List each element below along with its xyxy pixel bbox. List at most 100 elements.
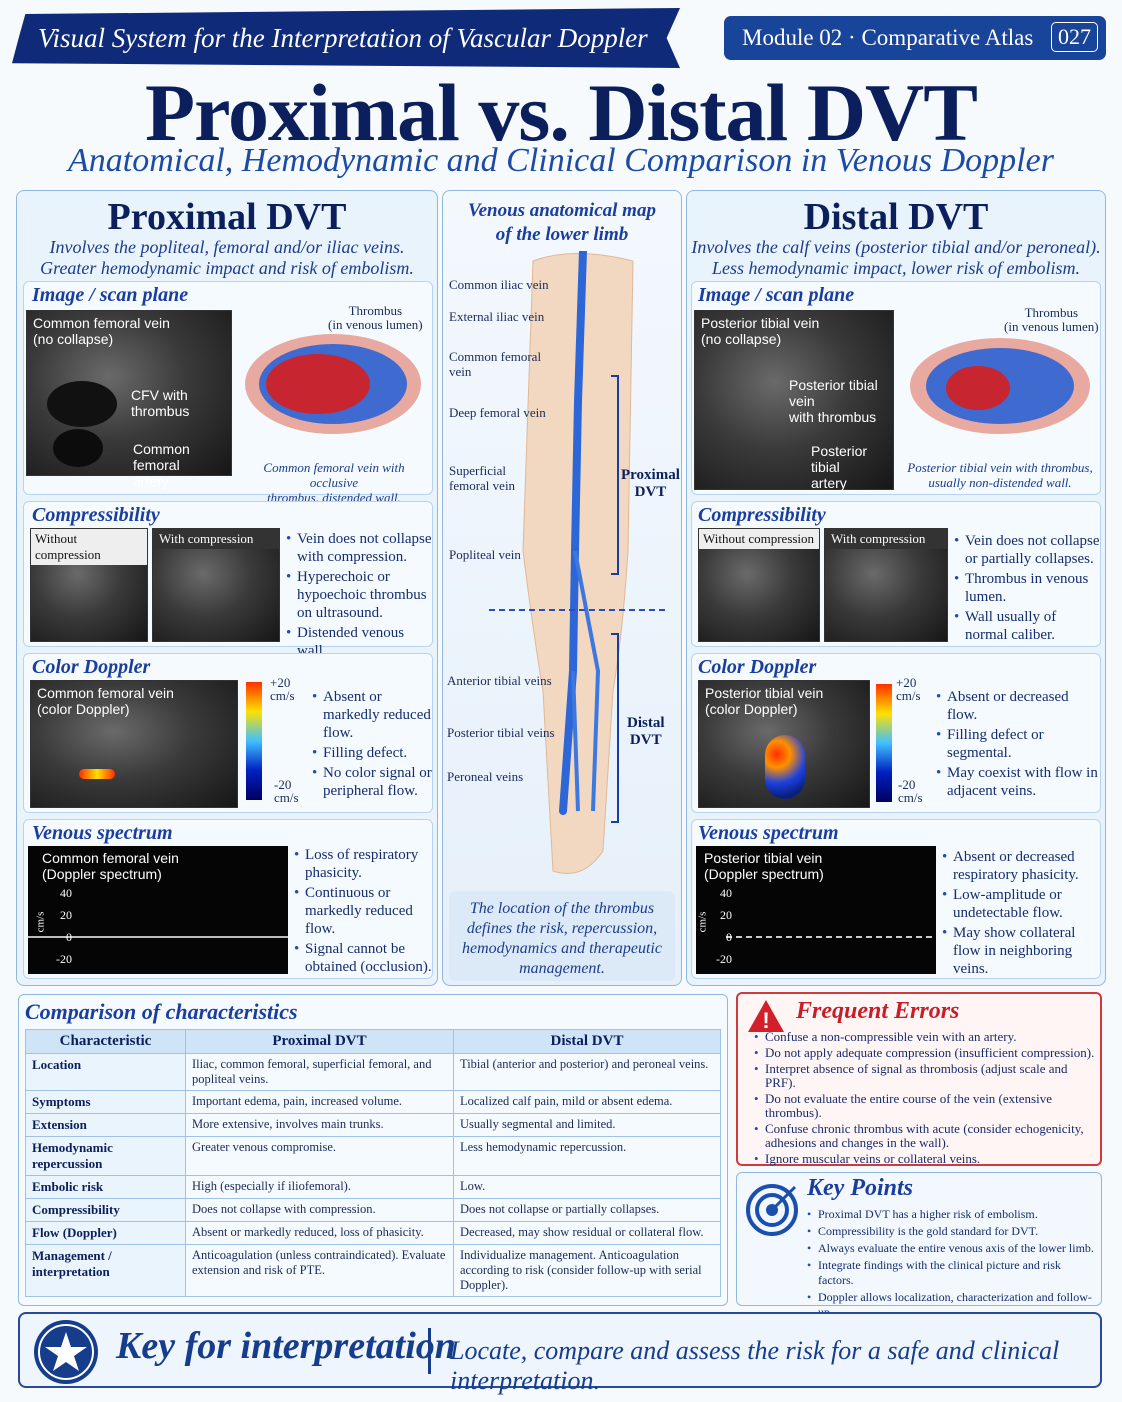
spectrum-bullets: Loss of respiratory phasicity. Continuou… — [294, 846, 436, 976]
thrombus-label: Thrombus(in venous lumen) — [1004, 306, 1099, 334]
keypoint-item: Proximal DVT has a higher risk of emboli… — [807, 1207, 1099, 1222]
proximal-heading: Proximal DVT — [107, 196, 347, 238]
proximal-scan-section: Image / scan plane Common femoral vein(n… — [23, 281, 433, 505]
row-label: Symptoms — [25, 1090, 186, 1114]
row-label: Hemodynamic repercussion — [25, 1136, 186, 1176]
footer-title: Key for interpretation — [116, 1325, 456, 1367]
comparison-title: Comparison of characteristics — [25, 999, 298, 1024]
annotation-line: artery — [133, 473, 169, 489]
error-item: Ignore muscular veins or collateral vein… — [754, 1152, 1098, 1167]
bullet: Filling defect or segmental. — [936, 726, 1100, 762]
us-label-line: (no collapse) — [33, 331, 114, 347]
section-title: Compressibility — [32, 504, 160, 526]
errors-list: Confuse a non-compressible vein with an … — [754, 1030, 1098, 1168]
keypoints-box: Key Points Proximal DVT has a higher ris… — [736, 1172, 1102, 1351]
distal-intro-line: Less hemodynamic impact, lower risk of e… — [712, 258, 1080, 278]
color-doppler-image: Posterior tibial vein(color Doppler) — [698, 680, 870, 808]
page-title: Proximal vs. Distal DVT — [145, 67, 978, 158]
errors-box: ! Frequent Errors Confuse a non-compress… — [736, 992, 1102, 1166]
keypoint-item: Integrate findings with the clinical pic… — [807, 1258, 1099, 1288]
vein-label: Common femoral vein — [449, 349, 542, 379]
thrombus-illustration — [245, 334, 421, 434]
row-label: Extension — [25, 1113, 186, 1137]
table-cell: Individualize management. Anticoagulatio… — [453, 1244, 721, 1297]
color-scale-bar — [876, 684, 892, 802]
bracket-label-line: Proximal — [621, 467, 680, 483]
bracket-label-line: DVT — [634, 484, 667, 500]
spectrum-text: Loss of respiratory phasicity. Continuou… — [288, 846, 436, 976]
distal-column: Distal DVT Involves the calf veins (post… — [686, 190, 1106, 986]
thrombus-shape — [266, 354, 370, 414]
distal-intro-line: Involves the calf veins (posterior tibia… — [691, 237, 1101, 257]
table-cell: Decreased, may show residual or collater… — [453, 1221, 721, 1245]
annotation-line: Posterior tibial — [811, 443, 868, 475]
bullet: Wall usually of normal caliber. — [954, 608, 1100, 644]
section-title: Color Doppler — [32, 656, 151, 678]
distal-compress-section: Compressibility Without compression With… — [691, 501, 1101, 647]
vein-label: Anterior tibial veins — [447, 673, 552, 688]
section-title: Venous spectrum — [698, 822, 839, 844]
us-label: Common femoral vein(Doppler spectrum) — [42, 850, 179, 882]
annotation-line: Posterior tibial vein — [789, 377, 878, 409]
baseline — [726, 936, 932, 938]
tick: 40 — [720, 886, 732, 900]
row-label: Flow (Doppler) — [25, 1221, 186, 1245]
bullet: Hyperechoic or hypoechoic thrombus on ul… — [286, 568, 432, 622]
bullet: Low-amplitude or undetectable flow. — [942, 886, 1100, 922]
table-cell: Does not collapse or partially collapses… — [453, 1198, 721, 1222]
color-signal — [79, 769, 115, 779]
table-cell: Does not collapse with compression. — [185, 1198, 454, 1222]
annotation-line: Common femoral — [133, 441, 190, 473]
us-label-line: (Doppler spectrum) — [42, 866, 162, 882]
comparison-section: Comparison of characteristics Characteri… — [18, 994, 728, 1306]
vein-label: Common iliac vein — [449, 277, 549, 292]
bullet: Absent or markedly reduced flow. — [312, 688, 432, 742]
thrombus-shape — [946, 366, 1010, 410]
bullet: Loss of respiratory phasicity. — [294, 846, 436, 882]
vein-lumen — [47, 381, 117, 427]
tick: -20 — [56, 952, 72, 966]
bullet: Continuous or markedly reduced flow. — [294, 884, 436, 938]
table-cell: Less hemodynamic repercussion. — [453, 1136, 721, 1176]
tick: 0 — [66, 930, 72, 944]
error-item: Interpret absence of signal as thrombosi… — [754, 1062, 1098, 1090]
with-compression-image: With compression — [152, 528, 280, 642]
distal-intro: Involves the calf veins (posterior tibia… — [687, 237, 1105, 279]
table-cell: Usually segmental and limited. — [453, 1113, 721, 1137]
color-doppler-image: Common femoral vein(color Doppler) — [30, 680, 238, 808]
map-title-line: of the lower limb — [495, 224, 629, 245]
keypoint-item: Always evaluate the entire venous axis o… — [807, 1241, 1099, 1256]
bullet: Absent or decreased respiratory phasicit… — [942, 848, 1100, 884]
bracket-label-line: DVT — [629, 732, 662, 748]
footer-bar: Key for interpretation Locate, compare a… — [18, 1312, 1102, 1395]
vein-label: Deep femoral vein — [449, 405, 546, 420]
vein-label: Posterior tibial veins — [447, 725, 555, 740]
us-label-line: Common femoral vein — [42, 850, 179, 866]
us-label: Posterior tibial vein(no collapse) — [701, 315, 819, 347]
doppler-bullets: Absent or decreased flow. Filling defect… — [936, 688, 1100, 802]
row-label: Embolic risk — [25, 1175, 186, 1199]
section-title: Compressibility — [698, 504, 826, 526]
tick: 20 — [60, 908, 72, 922]
color-scale-bar — [246, 682, 262, 800]
module-label: Module 02 · Comparative Atlas — [742, 25, 1034, 50]
label-line: Thrombus — [1024, 305, 1079, 320]
us-label-line: Posterior tibial vein — [704, 850, 823, 866]
target-icon — [746, 1184, 798, 1236]
table-cell: Greater venous compromise. — [185, 1136, 454, 1176]
distal-bracket — [611, 633, 619, 823]
tick: -20 — [716, 952, 732, 966]
table-row: Flow (Doppler)Absent or markedly reduced… — [25, 1221, 721, 1245]
scale-unit: cm/s — [274, 790, 299, 805]
label-line: (in venous lumen) — [328, 317, 423, 332]
distal-scan-section: Image / scan plane Posterior tibial vein… — [691, 281, 1101, 495]
